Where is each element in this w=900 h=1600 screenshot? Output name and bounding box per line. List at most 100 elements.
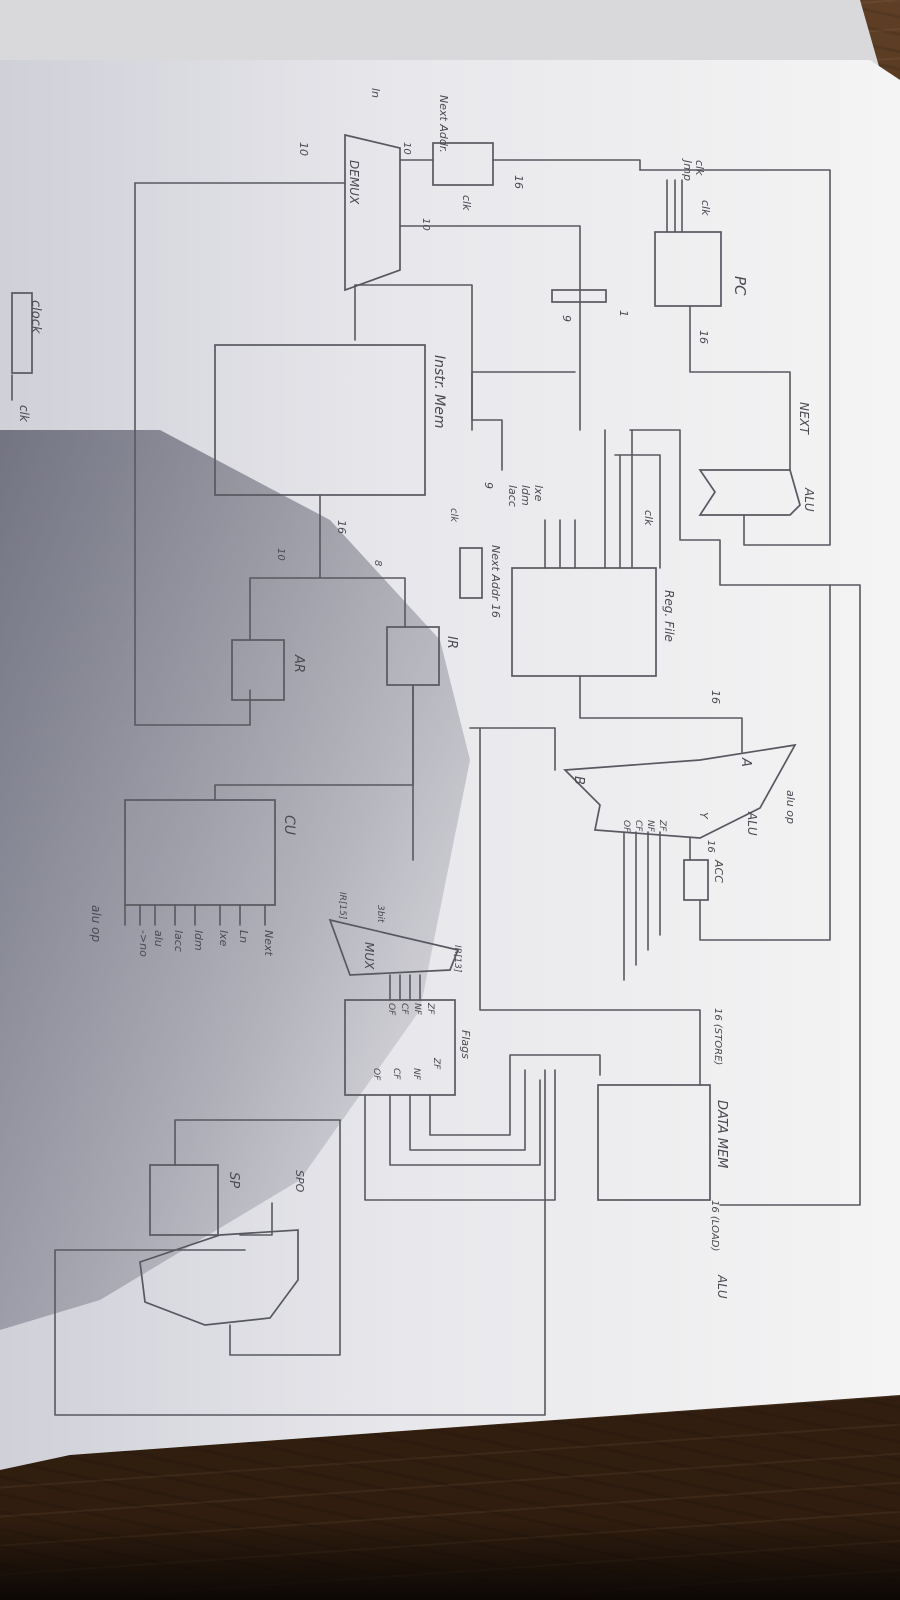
demux-bus-16: 16	[512, 175, 525, 189]
next-addr-register	[432, 142, 494, 186]
pc-clk-side: clk	[699, 200, 712, 216]
store-label: 16 (STORE)	[712, 1008, 723, 1065]
alu-a: A	[738, 757, 753, 767]
alu-cf: CF	[633, 820, 643, 832]
instr-mem-label: Instr. Mem	[431, 355, 447, 429]
sp-input	[174, 1119, 341, 1236]
cu-output-wires	[124, 904, 266, 926]
addr-latch	[551, 289, 607, 303]
next-addr-clk: clk	[460, 195, 473, 211]
latch-1: 1	[617, 310, 630, 317]
rf-to-alu-b	[469, 727, 556, 771]
cu-label: CU	[281, 815, 297, 835]
cu-out-ldm: ldm	[192, 930, 205, 951]
im-9: 9	[482, 482, 495, 489]
data-mem-label: DATA MEM	[714, 1100, 729, 1168]
cu-out-alu: alu	[152, 930, 165, 947]
rf-writeback-wire	[629, 429, 861, 1206]
acc-register	[683, 859, 709, 901]
flags-in-nf: NF	[412, 1003, 422, 1016]
pc-out-wire	[689, 305, 791, 471]
pc-label: PC	[731, 276, 749, 296]
small-reg-clk: clk	[448, 508, 459, 523]
alu-nf: NF	[645, 820, 655, 833]
flags-register	[344, 999, 456, 1096]
demux-bus-10b: 10	[420, 218, 431, 231]
demux-ln: ln	[369, 88, 382, 98]
ar-register	[231, 639, 285, 701]
sp-register	[149, 1164, 219, 1236]
rf-lacc: lacc	[506, 485, 519, 507]
cu-out-no: ->no	[137, 930, 150, 957]
flag-mux	[328, 918, 460, 976]
table-edge-shadow	[0, 1520, 900, 1600]
rf-clk-wire	[614, 454, 661, 569]
ar-label: AR	[291, 654, 306, 673]
mux-outs	[389, 974, 421, 1001]
imm-bits: 3bit	[375, 905, 385, 923]
data-memory	[597, 1084, 711, 1201]
cu-out-lacc: lacc	[172, 930, 185, 952]
clock-label: clock	[28, 300, 43, 334]
cu-out-lxe: lxe	[217, 930, 230, 947]
flags-feedback	[364, 1054, 601, 1201]
rf-ldm: ldm	[519, 485, 532, 506]
alu-label: ALU	[745, 811, 759, 836]
clock-box	[11, 292, 33, 374]
cu-out-next: Next	[262, 930, 275, 957]
ir-label: IR	[444, 636, 459, 649]
next-adder	[698, 469, 801, 516]
flags-in-of: OF	[386, 1003, 396, 1016]
im-out-16: 16	[335, 520, 348, 534]
flags-in-zf: ZF	[425, 1002, 435, 1015]
next-addr-to-pc	[492, 159, 641, 171]
alu-b: B	[571, 776, 586, 785]
next-addr-text: Next Addr.	[437, 95, 450, 153]
ir-bits-right: IR[13]	[452, 945, 462, 973]
alu-of: OF	[621, 820, 631, 833]
flags-out-zf: ZF	[431, 1057, 441, 1070]
load-label: 16 (LOAD)	[709, 1200, 720, 1251]
flags-in-cf: CF	[399, 1003, 409, 1015]
flag-mux-label: MUX	[362, 942, 376, 970]
bus-to-datamem	[479, 727, 701, 1086]
sp-alu	[139, 1229, 299, 1326]
alu-y: Y	[697, 812, 710, 820]
demux-out-wire	[399, 225, 581, 431]
im-out-8: 8	[372, 560, 383, 566]
acc-feedback	[699, 584, 831, 941]
main-alu	[563, 743, 797, 839]
cu-out-ln: Ln	[237, 930, 250, 943]
flags-out-of: OF	[371, 1068, 381, 1081]
flags-out-nf: NF	[411, 1068, 421, 1081]
im-addr-wire	[471, 371, 576, 431]
flags-label: Flags	[459, 1030, 472, 1059]
acc-bus-16: 16	[705, 840, 716, 853]
sp-bus-wire	[54, 1069, 546, 1416]
acc-label: ACC	[712, 859, 725, 883]
next-adder-label: ALU	[802, 487, 816, 512]
flags-out-cf: CF	[391, 1068, 401, 1080]
ir-bits-left: IR[15]	[337, 892, 347, 920]
rf-clk: clk	[642, 510, 655, 526]
control-unit	[124, 799, 276, 906]
pc-clk-text: clk	[693, 160, 706, 176]
pc-bus-width: 16	[697, 330, 710, 344]
sp-label: SP	[226, 1172, 241, 1188]
rf-to-alu-a	[579, 675, 743, 753]
sp-alu-loop	[229, 1119, 341, 1356]
latch-9: 9	[560, 315, 573, 322]
im-out-bus	[249, 494, 406, 641]
rf-out-16: 16	[709, 690, 722, 704]
phone-shadow	[0, 430, 470, 1330]
ir-register	[386, 626, 440, 686]
demux-in-10: 10	[297, 142, 310, 156]
demux-left-wire	[134, 182, 251, 726]
rf-lxe: lxe	[532, 485, 545, 502]
demux-bus-10a: 10	[401, 142, 412, 155]
regfile-label: Reg. File	[662, 590, 676, 642]
rf-inputs	[544, 429, 633, 569]
pc-feedback-wire	[639, 169, 831, 546]
